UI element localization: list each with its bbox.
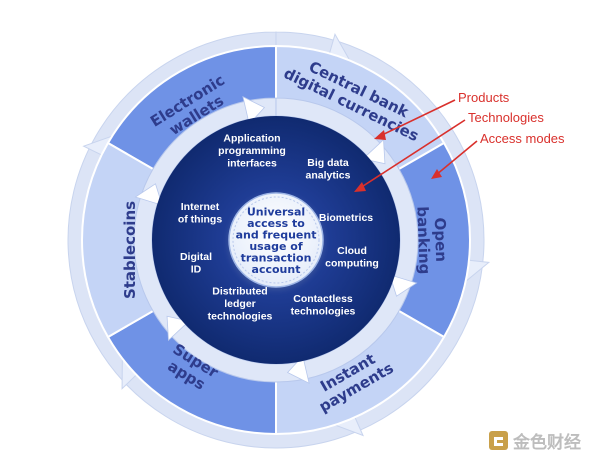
tech-label-line: technologies <box>291 305 356 317</box>
watermark-logo-icon <box>489 431 508 450</box>
tech-label-line: technologies <box>208 311 273 323</box>
watermark: 金色财经 <box>489 431 581 453</box>
center-label-line: access to <box>247 217 305 230</box>
tech-label-line: computing <box>325 257 379 269</box>
tech-label-line: Big data <box>307 157 349 169</box>
legend: Products Technologies Access modes <box>354 90 565 192</box>
legend-products: Products <box>458 90 510 105</box>
segment-label-stablecoins: Stablecoins <box>121 201 139 299</box>
segment-label-line: banking <box>413 206 433 275</box>
legend-arrowhead-access-modes <box>431 169 442 179</box>
center-circle <box>228 192 324 288</box>
tech-label-line: ID <box>191 263 202 275</box>
tech-label-line: Internet <box>181 201 220 213</box>
segment-label-line: Open <box>431 217 451 262</box>
tech-label-line: analytics <box>306 169 351 181</box>
tech-label-line: of things <box>178 213 222 225</box>
legend-arrow-products <box>379 99 456 137</box>
tech-label-line: Application <box>223 133 280 145</box>
watermark-text: 金色财经 <box>512 432 581 453</box>
segment-label-open-banking: Openbanking <box>413 205 450 274</box>
legend-arrowhead-technologies <box>354 182 366 192</box>
legend-arrowhead-products <box>374 130 386 140</box>
tech-label-line: Digital <box>180 251 212 263</box>
tech-label-line: Distributed <box>212 286 267 298</box>
legend-access-modes: Access modes <box>480 131 565 146</box>
legend-technologies: Technologies <box>468 110 544 125</box>
tech-label-line: Biometrics <box>319 212 373 224</box>
legend-arrow-technologies <box>359 119 466 189</box>
tech-label-line: Cloud <box>337 245 367 257</box>
tech-label-line: ledger <box>224 298 256 310</box>
center-label-line: account <box>252 263 301 276</box>
tech-label-line: interfaces <box>227 158 277 170</box>
legend-arrow-access-modes <box>435 140 478 176</box>
center-label-line: and frequent <box>236 228 317 241</box>
inner-ring-arrowhead <box>286 355 310 384</box>
tech-label-line: Contactless <box>293 293 353 305</box>
product-segments <box>81 44 471 436</box>
inner-ring-arrowhead <box>389 274 418 297</box>
center-label-line: Universal <box>247 205 305 218</box>
tech-label-biometrics: Biometrics <box>319 212 373 224</box>
segment-label-line: Stablecoins <box>121 201 139 299</box>
inner-ring-arrowhead <box>134 183 163 206</box>
inner-arrow-ring <box>133 96 419 384</box>
center-label-line: usage of <box>249 240 303 253</box>
center-label-line: transaction <box>241 251 312 264</box>
inner-ring-arrowhead <box>242 96 266 125</box>
tech-label-line: programming <box>218 145 286 157</box>
